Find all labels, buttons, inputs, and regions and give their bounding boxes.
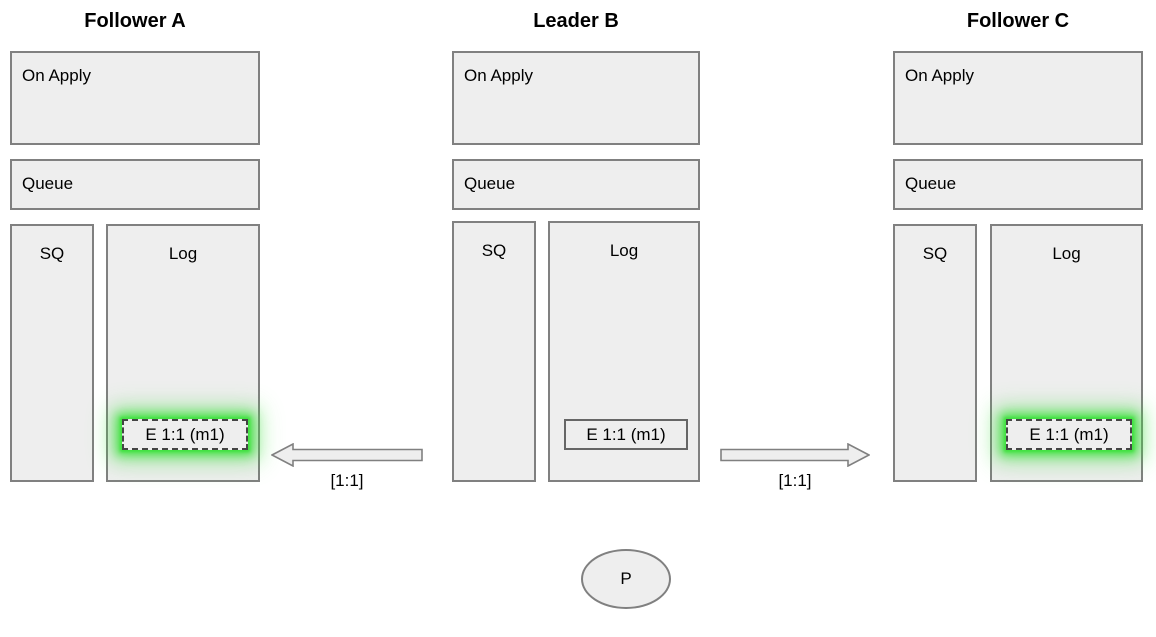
on-apply-label: On Apply bbox=[22, 66, 91, 85]
client-node-p[interactable]: P bbox=[581, 549, 671, 609]
queue-label: Queue bbox=[22, 174, 74, 193]
log-box-follower-c[interactable]: Log E 1:1 (m1) bbox=[990, 224, 1143, 482]
node-title-leader-b: Leader B bbox=[533, 10, 619, 32]
on-apply-box-leader-b[interactable]: On Apply bbox=[452, 51, 700, 145]
sq-label: SQ bbox=[481, 241, 507, 260]
node-title-follower-a: Follower A bbox=[84, 10, 186, 32]
on-apply-box-follower-c[interactable]: On Apply bbox=[893, 51, 1143, 145]
on-apply-label: On Apply bbox=[464, 66, 533, 85]
arrow-right-icon bbox=[720, 443, 870, 467]
log-label: Log bbox=[1052, 244, 1081, 263]
sq-label: SQ bbox=[39, 244, 65, 263]
sq-box-leader-b[interactable]: SQ bbox=[452, 221, 536, 482]
queue-box-follower-c[interactable]: Queue bbox=[893, 159, 1143, 210]
queue-label: Queue bbox=[464, 174, 516, 193]
log-box-leader-b[interactable]: Log E 1:1 (m1) bbox=[548, 221, 700, 482]
log-entry-follower-a[interactable]: E 1:1 (m1) bbox=[122, 419, 248, 450]
log-box-follower-a[interactable]: Log E 1:1 (m1) bbox=[106, 224, 260, 482]
log-label: Log bbox=[168, 244, 198, 263]
log-entry-follower-c[interactable]: E 1:1 (m1) bbox=[1006, 419, 1132, 450]
node-title-follower-c: Follower C bbox=[966, 10, 1070, 32]
log-entry-leader-b[interactable]: E 1:1 (m1) bbox=[564, 419, 688, 450]
replication-arrow-left[interactable]: [1:1] bbox=[271, 443, 423, 490]
queue-label: Queue bbox=[905, 174, 957, 193]
queue-box-leader-b[interactable]: Queue bbox=[452, 159, 700, 210]
on-apply-box-follower-a[interactable]: On Apply bbox=[10, 51, 260, 145]
log-label: Log bbox=[609, 241, 639, 260]
sq-box-follower-a[interactable]: SQ bbox=[10, 224, 94, 482]
sq-label: SQ bbox=[922, 244, 948, 263]
arrow-left-label: [1:1] bbox=[330, 471, 364, 490]
arrow-left-icon bbox=[271, 443, 423, 467]
queue-box-follower-a[interactable]: Queue bbox=[10, 159, 260, 210]
on-apply-label: On Apply bbox=[905, 66, 974, 85]
replication-arrow-right[interactable]: [1:1] bbox=[720, 443, 870, 490]
arrow-right-label: [1:1] bbox=[778, 471, 812, 490]
sq-box-follower-c[interactable]: SQ bbox=[893, 224, 977, 482]
